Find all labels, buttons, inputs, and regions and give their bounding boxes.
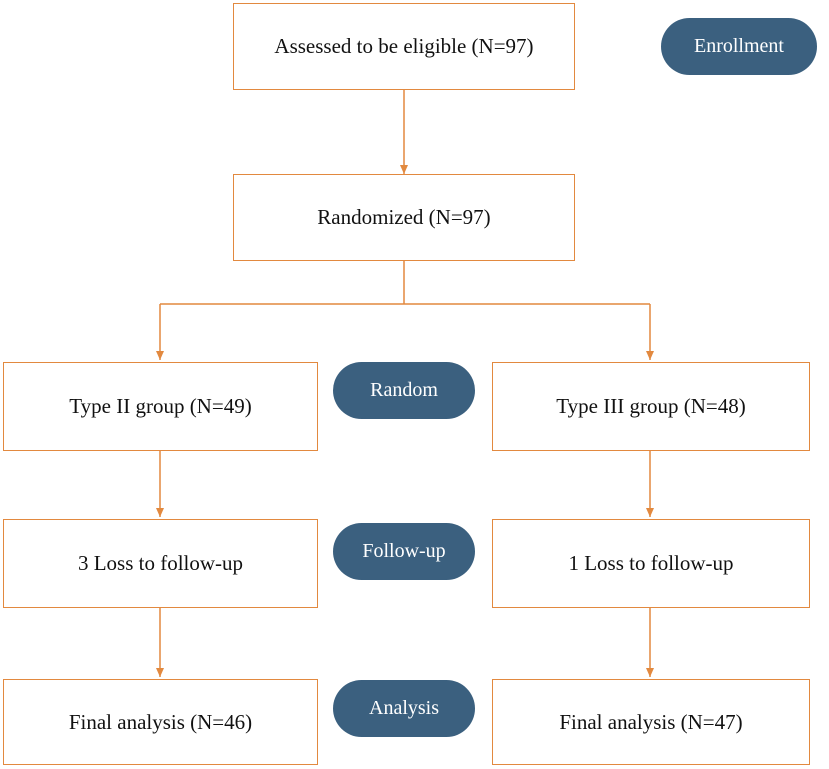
type2-group-box: Type II group (N=49) [3, 362, 318, 451]
stage-follow-up-badge: Follow-up [333, 523, 475, 580]
stage-random-badge: Random [333, 362, 475, 419]
stage-enrollment-badge: Enrollment [661, 18, 817, 75]
type3-group-box: Type III group (N=48) [492, 362, 810, 451]
type2-loss-label: 3 Loss to follow-up [77, 551, 244, 575]
stage-random-label: Random [370, 379, 438, 401]
randomized-box: Randomized (N=97) [233, 174, 575, 261]
type3-loss-label: 1 Loss to follow-up [568, 551, 734, 575]
stage-follow-up-label: Follow-up [362, 540, 446, 562]
stage-enrollment-label: Enrollment [694, 35, 784, 57]
stage-analysis-badge: Analysis [333, 680, 475, 737]
type3-final-box: Final analysis (N=47) [492, 679, 810, 765]
assessed-box: Assessed to be eligible (N=97) [233, 3, 575, 90]
stage-analysis-label: Analysis [369, 697, 439, 719]
type2-final-box: Final analysis (N=46) [3, 679, 318, 765]
type3-loss-box: 1 Loss to follow-up [492, 519, 810, 608]
randomized-label: Randomized (N=97) [317, 205, 491, 229]
type3-group-label: Type III group (N=48) [556, 394, 746, 418]
type2-final-label: Final analysis (N=46) [68, 709, 253, 734]
type2-loss-box: 3 Loss to follow-up [3, 519, 318, 608]
assessed-label: Assessed to be eligible (N=97) [274, 34, 534, 58]
type2-group-label: Type II group (N=49) [69, 394, 252, 418]
type3-final-label: Final analysis (N=47) [559, 709, 743, 734]
